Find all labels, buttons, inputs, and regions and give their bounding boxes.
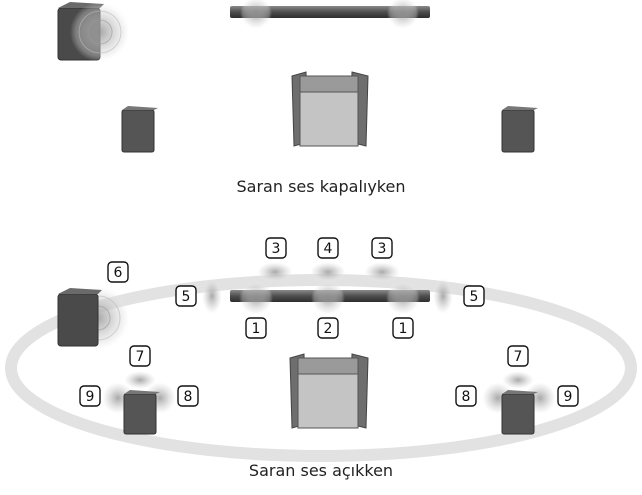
badge-6: 6 <box>107 261 129 283</box>
badge-7-left: 7 <box>129 345 151 367</box>
badge-label: 8 <box>462 389 471 405</box>
badge-label: 9 <box>564 389 573 405</box>
surround-off-diagram <box>57 0 538 153</box>
badge-label: 8 <box>184 389 193 405</box>
surround-on-diagram: 3 4 3 6 5 5 1 <box>5 237 637 462</box>
rear-left-speaker-icon <box>121 106 158 153</box>
chair-icon <box>291 71 369 147</box>
badge-label: 6 <box>114 265 123 281</box>
soundbar-icon <box>202 262 453 315</box>
rear-right-speaker-icon <box>482 371 556 435</box>
badge-label: 7 <box>136 349 145 365</box>
badge-8-right: 8 <box>455 385 477 407</box>
soundbar-icon <box>230 0 430 29</box>
badge-1-left: 1 <box>245 317 267 339</box>
channel-badges: 3 4 3 6 5 5 1 <box>79 237 579 407</box>
badge-label: 4 <box>324 241 333 257</box>
badge-4: 4 <box>317 237 339 259</box>
badge-label: 5 <box>470 289 479 305</box>
badge-7-right: 7 <box>507 345 529 367</box>
badge-1-right: 1 <box>392 317 414 339</box>
badge-label: 5 <box>182 289 191 305</box>
badge-9-right: 9 <box>557 385 579 407</box>
badge-3-right: 3 <box>371 237 393 259</box>
rear-right-speaker-icon <box>501 106 538 153</box>
badge-label: 3 <box>378 241 387 257</box>
subwoofer-icon <box>57 286 130 350</box>
badge-label: 1 <box>252 321 261 337</box>
badge-label: 7 <box>514 349 523 365</box>
badge-label: 2 <box>324 321 333 337</box>
badge-5-right: 5 <box>463 285 485 307</box>
badge-8-left: 8 <box>177 385 199 407</box>
subwoofer-icon <box>57 2 130 62</box>
caption-surround-off: Saran ses kapalıyken <box>236 177 406 196</box>
rear-left-speaker-icon <box>102 371 176 435</box>
badge-label: 1 <box>399 321 408 337</box>
badge-label: 9 <box>86 389 95 405</box>
badge-5-left: 5 <box>175 285 197 307</box>
badge-label: 3 <box>272 241 281 257</box>
badge-2: 2 <box>317 317 339 339</box>
chair-icon <box>289 353 369 429</box>
badge-9-left: 9 <box>79 385 101 407</box>
badge-3-left: 3 <box>265 237 287 259</box>
caption-surround-on: Saran ses açıkken <box>248 461 394 480</box>
